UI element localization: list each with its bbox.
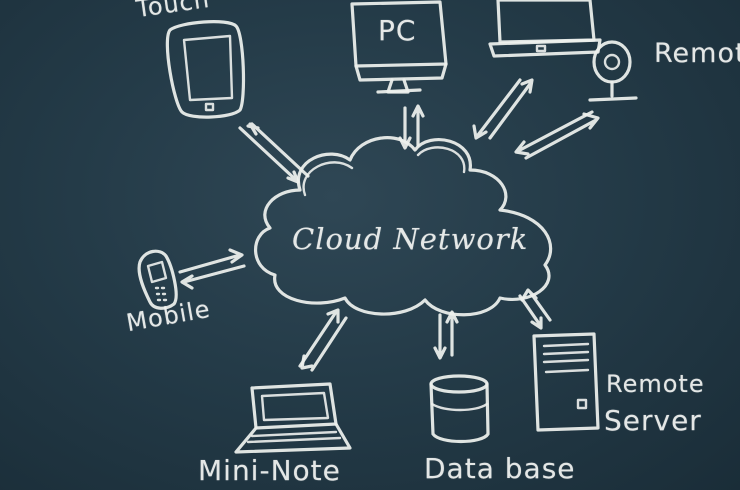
webcam-icon bbox=[588, 40, 638, 102]
arrow-mobile-cloud bbox=[178, 248, 246, 290]
mini-note-label: Mini-Note bbox=[198, 454, 341, 487]
tablet-icon bbox=[165, 20, 246, 119]
arrow-tablet-cloud bbox=[238, 122, 310, 184]
remote-server-label-line1: Remote bbox=[606, 370, 705, 398]
mini-notebook-icon bbox=[234, 382, 352, 454]
cloud-shape bbox=[254, 136, 553, 317]
server-tower-icon bbox=[532, 332, 600, 432]
remote-top-label: Remote bbox=[654, 38, 740, 69]
mobile-phone-icon bbox=[137, 249, 178, 310]
laptop-icon bbox=[488, 0, 602, 58]
arrow-server-cloud bbox=[518, 288, 552, 330]
database-cylinder-icon bbox=[429, 374, 490, 444]
arrow-webcam-cloud bbox=[514, 110, 600, 160]
arrow-mininote-cloud bbox=[298, 308, 348, 372]
remote-server-label-line2: Server bbox=[604, 404, 702, 437]
arrow-laptop-cloud bbox=[472, 78, 534, 140]
arrow-database-cloud bbox=[433, 310, 459, 360]
arrow-pc-cloud bbox=[398, 104, 425, 150]
database-label: Data base bbox=[424, 452, 576, 485]
cloud-network-label: Cloud Network bbox=[292, 222, 529, 256]
pc-label: PC bbox=[378, 14, 417, 47]
desktop-monitor-icon bbox=[350, 0, 448, 94]
